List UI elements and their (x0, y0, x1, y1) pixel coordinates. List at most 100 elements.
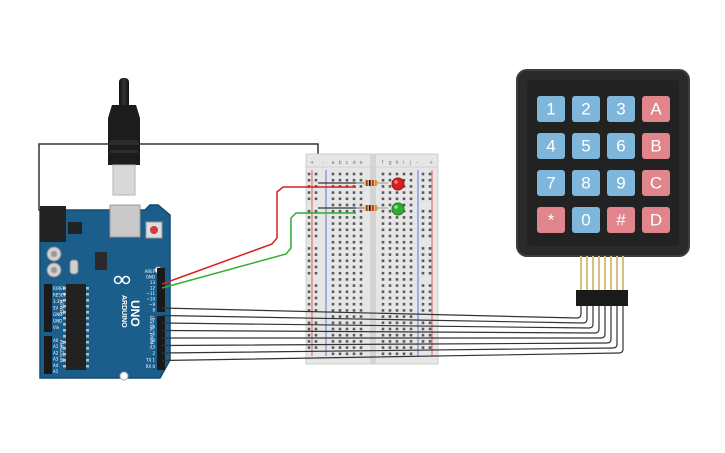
atmega-chip (66, 284, 86, 370)
keypad-key-label: 4 (546, 137, 555, 156)
crystal (69, 259, 79, 275)
keypad-key[interactable]: C (642, 170, 670, 196)
green-wire-pin12 (161, 212, 356, 289)
rail-minus-left: - (322, 160, 324, 166)
pin-label: 2 (152, 351, 155, 356)
pin-label: A0 (53, 338, 59, 343)
digital-label: DIGITAL (PWM~) (149, 316, 154, 350)
keypad-key[interactable]: 2 (572, 96, 600, 122)
ribbon-wire (161, 306, 588, 324)
keypad-key-label: 1 (546, 100, 555, 119)
column-letter: h (396, 160, 399, 166)
chip-pins (63, 287, 89, 368)
arduino-logo (113, 275, 131, 285)
keypad-key-label: * (548, 211, 555, 230)
digital-header-bottom (157, 316, 165, 370)
analog-header (44, 336, 52, 374)
rail-plus-right: + (429, 160, 433, 166)
keypad-key[interactable]: 9 (607, 170, 635, 196)
rail-minus-right: - (416, 160, 418, 166)
keypad-key[interactable]: D (642, 207, 670, 233)
keypad-key[interactable]: 5 (572, 133, 600, 159)
keypad-key-label: B (650, 137, 661, 156)
ribbon-wire (162, 306, 606, 339)
keypad-key[interactable]: 1 (537, 96, 565, 122)
resistor-red-led (356, 180, 388, 186)
pin-label: 12 (150, 286, 156, 291)
led-resistor-circuit (318, 177, 405, 216)
ribbon-wire (161, 306, 594, 329)
pin-label: Vin (53, 325, 60, 330)
pin-label: A3 (53, 357, 59, 362)
pin-label: RX 0 (146, 364, 156, 369)
ribbon-wire (161, 306, 600, 334)
pin-label: GND (146, 275, 155, 280)
pin-label: ~6 (149, 325, 155, 330)
rail-plus-left: + (310, 160, 314, 166)
model-label: UNO (128, 300, 142, 327)
pin-label: 7 (152, 318, 155, 323)
resistor-green-led (356, 205, 388, 211)
keypad-ribbon-wires (161, 306, 624, 362)
keypad-key[interactable]: B (642, 133, 670, 159)
ribbon-wire (161, 306, 618, 354)
pin-label: 5V (53, 306, 59, 311)
ribbon-wire (161, 306, 612, 347)
pin-label: GND (53, 312, 62, 317)
keypad-key[interactable]: * (537, 207, 565, 233)
breadboard-holes (307, 172, 432, 356)
pin-label: GND (53, 319, 62, 324)
keypad-key[interactable]: 8 (572, 170, 600, 196)
column-letter: i (403, 160, 404, 166)
pin-label: ~3 (149, 344, 155, 349)
keypad-key-label: D (650, 211, 662, 230)
column-letter: g (389, 160, 392, 166)
pin-label: A1 (53, 344, 59, 349)
dc-power-jack (40, 206, 66, 242)
pin-label: 4 (152, 338, 155, 343)
keypad-key-label: 6 (616, 137, 625, 156)
keypad-key-label: # (616, 211, 626, 230)
keypad-key[interactable]: 4 (537, 133, 565, 159)
keypad-key[interactable]: A (642, 96, 670, 122)
keypad-key-label: A (650, 100, 662, 119)
digital-header-top (157, 268, 165, 312)
pin-label: A5 (53, 369, 59, 374)
pin-label: 8 (152, 308, 155, 313)
usb-cable (108, 78, 140, 196)
column-letter: a (332, 160, 335, 166)
keypad-key[interactable]: # (607, 207, 635, 233)
column-letter: f (382, 160, 384, 166)
pin-label: ~10 (147, 297, 156, 302)
pin-label: A2 (53, 350, 59, 355)
keypad-key[interactable]: 0 (572, 207, 600, 233)
pin-label: TX 1 (145, 358, 155, 363)
power-label: POWER (59, 300, 64, 315)
pin-label: IOREF (53, 286, 66, 291)
column-letter: d (353, 160, 356, 166)
keypad-key-label: 7 (546, 174, 555, 193)
keypad-key-label: 5 (581, 137, 590, 156)
keypad-key[interactable]: 6 (607, 133, 635, 159)
pin-label: ~11 (147, 291, 156, 296)
column-letter: b (339, 160, 342, 166)
red-led (391, 177, 405, 191)
keypad-connector (576, 256, 628, 306)
keypad-key-label: 9 (616, 174, 625, 193)
column-letter: c (346, 160, 349, 166)
green-led (391, 202, 405, 216)
keypad-key[interactable]: 3 (607, 96, 635, 122)
brand-label: ARDUINO (120, 295, 127, 328)
keypad-key[interactable]: 7 (537, 170, 565, 196)
ribbon-wire (161, 306, 582, 319)
red-wire-pin13 (161, 186, 356, 285)
keypad-key-label: 3 (616, 100, 625, 119)
pin-label: ~9 (149, 302, 155, 307)
pin-label: ~5 (149, 331, 155, 336)
analog-label: ANALOG IN (59, 340, 64, 362)
keypad-key-label: C (650, 174, 662, 193)
